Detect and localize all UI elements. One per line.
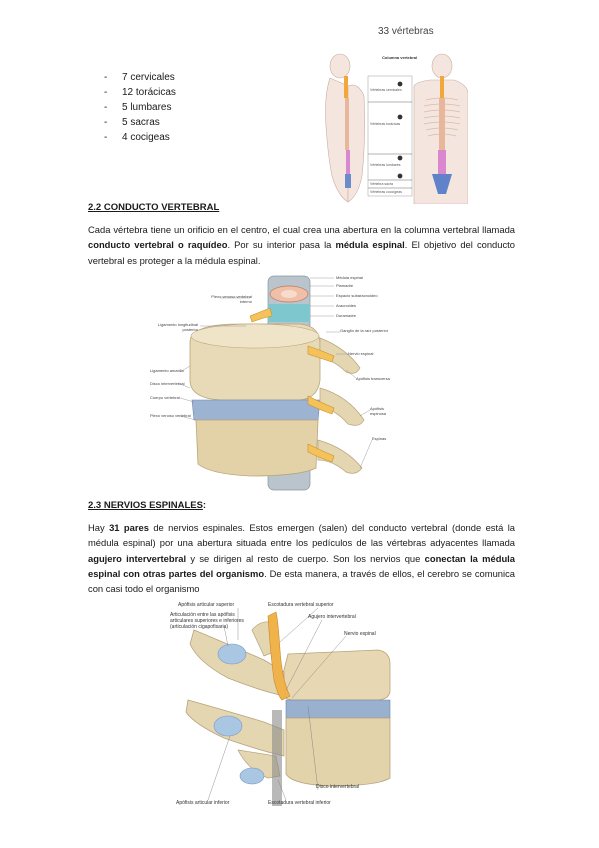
paragraph-nervios: Hay 31 pares de nervios espinales. Estos…	[88, 522, 515, 595]
vertebral-canal-figure: Médula espinal Piamadre Espacio subaracn…	[150, 268, 396, 492]
list-item: -4 cocigeas	[104, 132, 170, 143]
vertebra-list: -7 cervicales -12 torácicas -5 lumbares …	[104, 70, 176, 145]
section-heading: 2.3 NERVIOS ESPINALES:	[88, 500, 207, 511]
list-item: -12 torácicas	[104, 87, 176, 98]
list-item: -5 sacras	[104, 117, 160, 128]
foramen-illustration	[185, 607, 391, 806]
figure-title: 33 vértebras	[378, 26, 434, 37]
spine-figure: 33 vértebras	[318, 26, 468, 204]
intervertebral-foramen-figure: Apófisis articular superior Articulación…	[168, 600, 440, 808]
spine-illustration	[325, 53, 468, 204]
list-item: -7 cervicales	[104, 72, 175, 83]
vertebral-canal-illustration	[179, 275, 373, 491]
section-heading: 2.2 CONDUCTO VERTEBRAL	[88, 202, 220, 213]
list-item: -5 lumbares	[104, 102, 172, 113]
paragraph-conducto: Cada vértebra tiene un orificio en el ce…	[88, 224, 515, 266]
